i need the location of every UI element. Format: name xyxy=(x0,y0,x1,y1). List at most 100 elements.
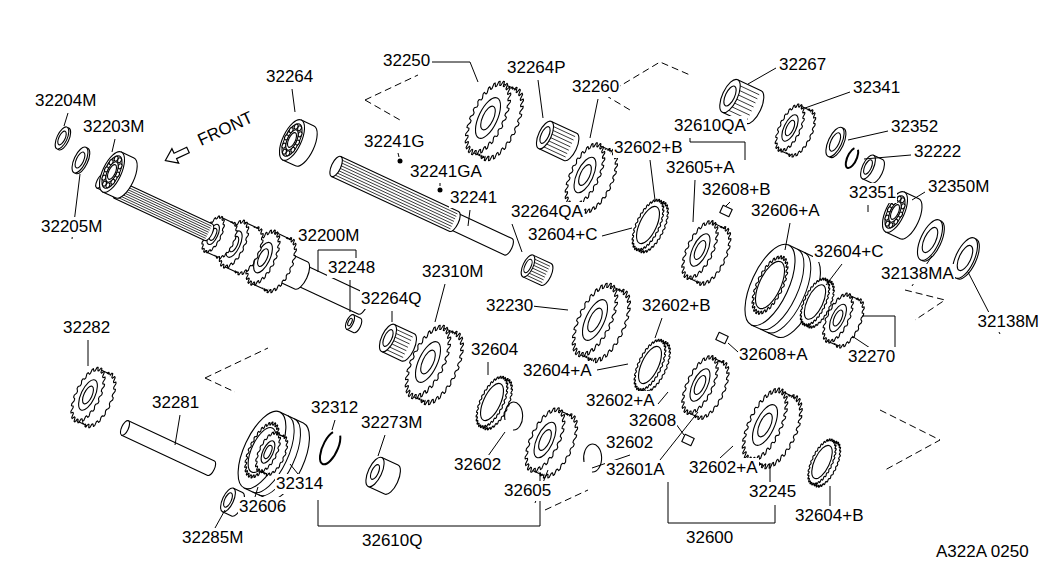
callout-number: 32205M xyxy=(40,217,103,237)
spread-spring xyxy=(505,402,523,430)
callout-number: 32604+C xyxy=(813,242,884,262)
callout-number: 32281 xyxy=(151,393,200,413)
shifting-insert xyxy=(720,205,732,216)
gear-hub xyxy=(410,338,445,386)
coupling-sleeve-inner-teeth xyxy=(238,417,287,482)
baulk-ring-face xyxy=(625,195,670,256)
callout-number: 32273M xyxy=(360,413,423,433)
callout-number: 32312 xyxy=(310,398,359,418)
callout-number: 32250 xyxy=(382,51,431,71)
callout-number: 32341 xyxy=(852,78,901,98)
callout-number: 32605 xyxy=(503,481,552,501)
callout-number: 32610QA xyxy=(673,116,747,136)
spline-shaft-face xyxy=(327,155,345,179)
thrust-washer-bore xyxy=(827,131,843,153)
gear-face xyxy=(396,319,460,406)
ball-bearing-outer-race xyxy=(98,153,126,191)
collar-face xyxy=(362,455,388,490)
idler-shaft-face xyxy=(119,419,132,436)
baulk-ring xyxy=(802,435,847,491)
synchro-hub-bore xyxy=(692,239,708,261)
needle-bearing-bore xyxy=(538,125,552,145)
shim-bore xyxy=(954,243,976,273)
shifting-insert xyxy=(682,434,694,445)
idler-gear xyxy=(64,362,123,432)
reverse-hub xyxy=(250,428,293,479)
thrust-washer-face xyxy=(52,125,71,151)
callout-number: 32610Q xyxy=(361,531,424,551)
callout-number: 32608 xyxy=(628,411,677,431)
collar-bore xyxy=(369,463,382,480)
callout-number: 32203M xyxy=(82,117,145,137)
callout-number: 32241GA xyxy=(409,162,483,182)
spacer-washer xyxy=(69,145,93,176)
callout-number: 32230 xyxy=(485,296,534,316)
spacer-bore xyxy=(347,318,353,327)
ball-bearing-inner-race xyxy=(283,128,301,152)
coupling-sleeve-bore xyxy=(750,257,791,312)
leader-lines xyxy=(64,62,1000,528)
callout-number: 32264QA xyxy=(510,202,584,222)
baulk-ring-face xyxy=(469,372,514,433)
gear-hub xyxy=(826,302,850,334)
callout-number: 32604+C xyxy=(527,225,598,245)
direction-label: FRONT xyxy=(194,107,257,151)
idler-shaft-side xyxy=(122,421,218,477)
needle-bearing-bore xyxy=(721,84,738,107)
baulk-ring xyxy=(627,335,677,398)
thrust-washer xyxy=(52,125,73,152)
callout-number: 32602 xyxy=(453,455,502,475)
callout-number: 32608+B xyxy=(701,180,772,200)
baulk-ring xyxy=(625,195,675,258)
callout-number: 32285M xyxy=(181,528,244,548)
snap-ring xyxy=(316,431,344,467)
callout-number: 32602+A xyxy=(688,458,759,478)
needle-bearing-bore xyxy=(381,328,395,348)
callout-number: 32604+B xyxy=(794,506,865,526)
callout-number: 32241 xyxy=(449,188,498,208)
synchro-hub-face xyxy=(674,215,725,284)
gear xyxy=(456,75,533,168)
callout-number: 32138MA xyxy=(880,264,955,284)
gear-bore xyxy=(576,163,594,187)
callout-number: 32602+A xyxy=(585,391,656,411)
baulk-ring-bore xyxy=(632,203,664,247)
callout-number: 32602+B xyxy=(641,296,712,316)
shim-face xyxy=(912,216,947,264)
callout-number: 32352 xyxy=(890,117,939,137)
ball-bearing xyxy=(94,148,142,202)
shifting-insert xyxy=(716,332,728,343)
idler-gear-face xyxy=(64,362,112,427)
synchro-hub-hub xyxy=(686,231,714,269)
callout-number: 32314 xyxy=(275,474,324,494)
idler-gear-hub xyxy=(75,377,102,413)
callout-number: 32608+A xyxy=(738,345,809,365)
callout-number: 32270 xyxy=(847,347,896,367)
spacer xyxy=(344,313,364,334)
gear-hub xyxy=(570,154,601,196)
thrust-washer-bore xyxy=(56,130,68,146)
callout-number: 32351 xyxy=(848,183,897,203)
ball-bearing-inner-race xyxy=(103,160,121,184)
needle-bearing-face xyxy=(518,253,537,279)
needle-bearing-bore xyxy=(522,258,534,274)
gear-hub xyxy=(747,401,782,449)
callout-number: 32264Q xyxy=(360,289,423,309)
callout-number: 32310M xyxy=(421,262,484,282)
callout-number: 32601A xyxy=(605,460,666,480)
idler-shaft xyxy=(119,419,218,476)
shim-bore xyxy=(919,225,941,255)
callout-number: 32282 xyxy=(62,318,111,338)
callout-number: 32204M xyxy=(34,91,97,111)
ball-bearing-inner-race xyxy=(886,200,904,224)
gear-face xyxy=(769,100,811,156)
spacer-face xyxy=(344,313,357,330)
spline-shaft-side xyxy=(114,182,216,242)
callout-number: 32248 xyxy=(327,258,376,278)
reference-plane xyxy=(205,62,945,510)
callout-number: 32350M xyxy=(927,177,990,197)
snap-ring-body xyxy=(843,147,860,170)
detent-ball xyxy=(438,188,443,193)
ball-bearing-face xyxy=(94,148,129,196)
callout-number: 32200M xyxy=(297,226,360,246)
